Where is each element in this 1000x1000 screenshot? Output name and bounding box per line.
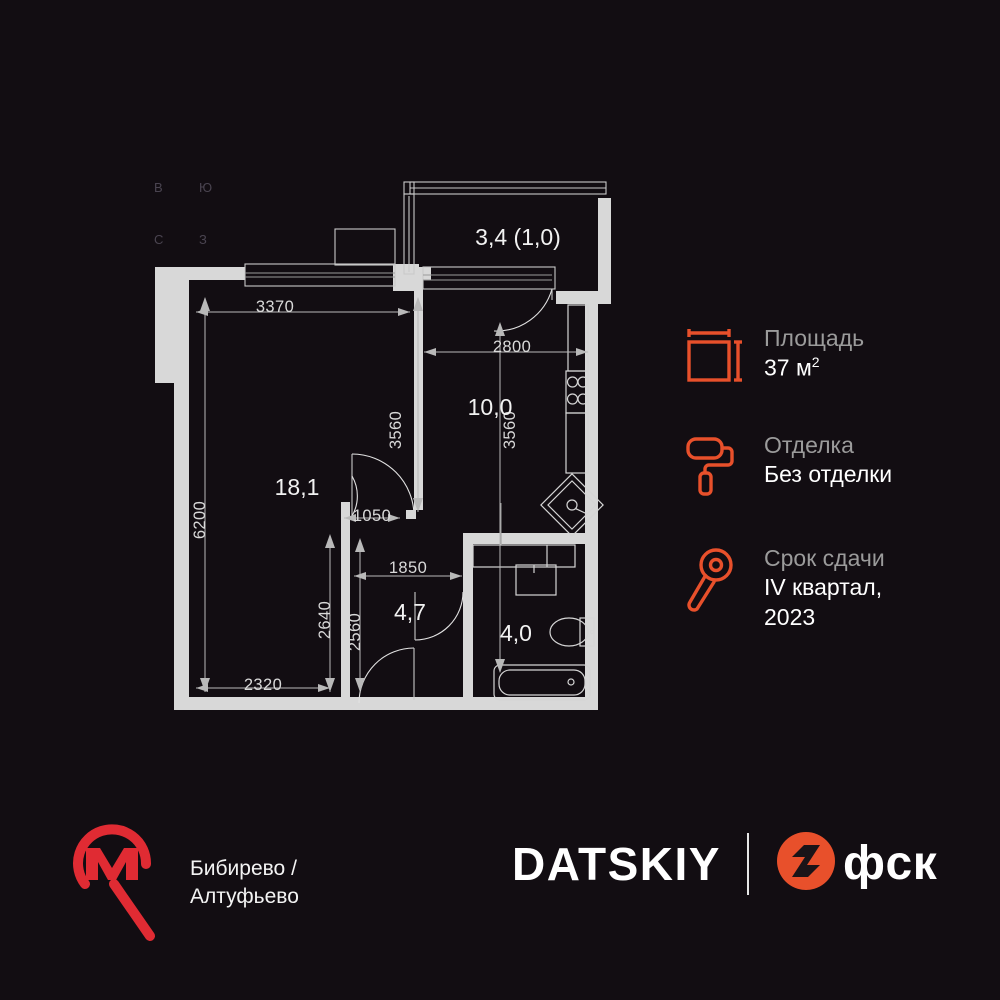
brand-divider [747, 832, 749, 895]
metro-station-name: Бибирево / Алтуфьево [190, 855, 299, 910]
area-number: 37 м [764, 355, 812, 382]
project-brand-logo: DATSKIY [512, 837, 721, 890]
info-title-finish: Отделка [764, 432, 854, 458]
footer: Бибирево / Алтуфьево DATSKIY фск [0, 800, 1000, 960]
compass-south: Ю [199, 180, 212, 195]
room-label-balcony: 3,4 (1,0) [475, 224, 561, 250]
developer-logo: фск [775, 830, 937, 897]
info-title-area: Площадь [764, 325, 865, 351]
info-row-area: Площадь 37 м2 [686, 324, 986, 389]
room-label-living: 18,1 [275, 474, 320, 500]
info-title-deadline: Срок сдачи [764, 545, 885, 571]
paint-roller-icon [686, 431, 748, 502]
info-row-deadline: Срок сдачи IV квартал, 2023 [686, 544, 986, 633]
floor-plan: В Ю С З [154, 180, 611, 710]
compass-east: В [154, 180, 163, 195]
bathroom-fixtures [493, 564, 595, 701]
dim-kitchen-top-width: 2800 [493, 338, 531, 356]
info-row-finish: Отделка Без отделки [686, 431, 986, 502]
info-value-finish: Без отделки [764, 461, 893, 488]
compass-north: С [154, 232, 163, 247]
dim-living-bottom-width: 2320 [244, 676, 282, 694]
kitchen-fixtures [472, 304, 604, 568]
door-swings [341, 453, 473, 704]
dimension-lines [196, 297, 588, 692]
dim-kitchen-height: 3560 [501, 411, 519, 449]
area-unit-sup: 2 [811, 354, 820, 371]
compass-west: З [199, 232, 207, 247]
developer-brand-text: фск [843, 836, 938, 890]
room-label-bathroom: 4,0 [500, 620, 532, 646]
metro-block: Бибирево / Алтуфьево [62, 818, 299, 948]
room-label-hall: 4,7 [394, 599, 426, 625]
dim-door-opening: 1050 [353, 507, 391, 525]
balcony-glazing [403, 181, 607, 275]
room-label-kitchen: 10,0 [468, 394, 513, 420]
brands-block: DATSKIY фск [512, 830, 937, 897]
metro-station-line2: Алтуфьево [190, 885, 299, 908]
dim-hall-width: 1850 [389, 559, 427, 577]
info-value-deadline: IV квартал, [764, 574, 883, 601]
fsk-logo-icon [775, 830, 837, 897]
dim-living-right-height: 3560 [387, 411, 405, 449]
dim-living-bottom-wall: 2640 [316, 601, 334, 639]
area-icon [686, 324, 748, 389]
key-icon [686, 544, 748, 617]
info-panel: Площадь 37 м2 Отделка Без отделки [686, 324, 986, 675]
info-value-deadline-year: 2023 [764, 604, 816, 631]
info-text-finish: Отделка Без отделки [748, 431, 892, 490]
dim-living-left-height: 6200 [191, 501, 209, 539]
metro-pin-icon [62, 818, 162, 948]
metro-station-line1: Бибирево / [190, 857, 297, 881]
living-window [244, 228, 396, 287]
floor-plan-svg: В Ю С З [154, 180, 611, 710]
dim-hall-height: 2560 [346, 613, 364, 651]
dim-living-top-width: 3370 [256, 298, 294, 316]
info-text-area: Площадь 37 м2 [748, 324, 864, 384]
kitchen-window [422, 266, 556, 332]
info-value-area: 37 м2 [764, 353, 864, 384]
info-text-deadline: Срок сдачи IV квартал, 2023 [748, 544, 885, 633]
